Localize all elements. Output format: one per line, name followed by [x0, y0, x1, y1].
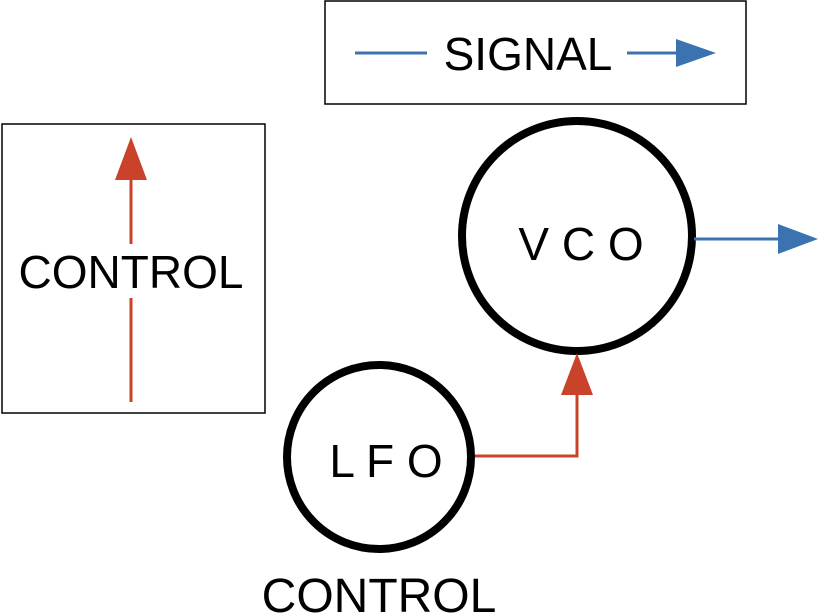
vco-node: V C O	[458, 117, 696, 355]
lfo-to-vco-arrowhead-icon	[561, 353, 593, 395]
vco-circle	[458, 117, 696, 355]
control-legend: CONTROL	[1, 123, 266, 414]
vco-output-arrow	[694, 224, 818, 254]
lfo-to-vco-line	[475, 392, 579, 458]
lfo-to-vco-connector	[475, 353, 593, 458]
signal-arrowhead-icon	[676, 39, 716, 67]
control-legend-label: CONTROL	[19, 246, 244, 298]
control-arrowhead-icon	[115, 137, 147, 180]
lfo-node: L F O	[283, 361, 475, 553]
lfo-circle	[283, 361, 475, 553]
signal-legend-label: SIGNAL	[444, 28, 613, 80]
vco-label: V C O	[518, 218, 643, 270]
vco-output-arrowhead-icon	[778, 224, 818, 254]
lfo-label: L F O	[329, 435, 442, 487]
lfo-caption: CONTROL	[262, 570, 497, 616]
signal-legend: SIGNAL	[324, 0, 747, 105]
